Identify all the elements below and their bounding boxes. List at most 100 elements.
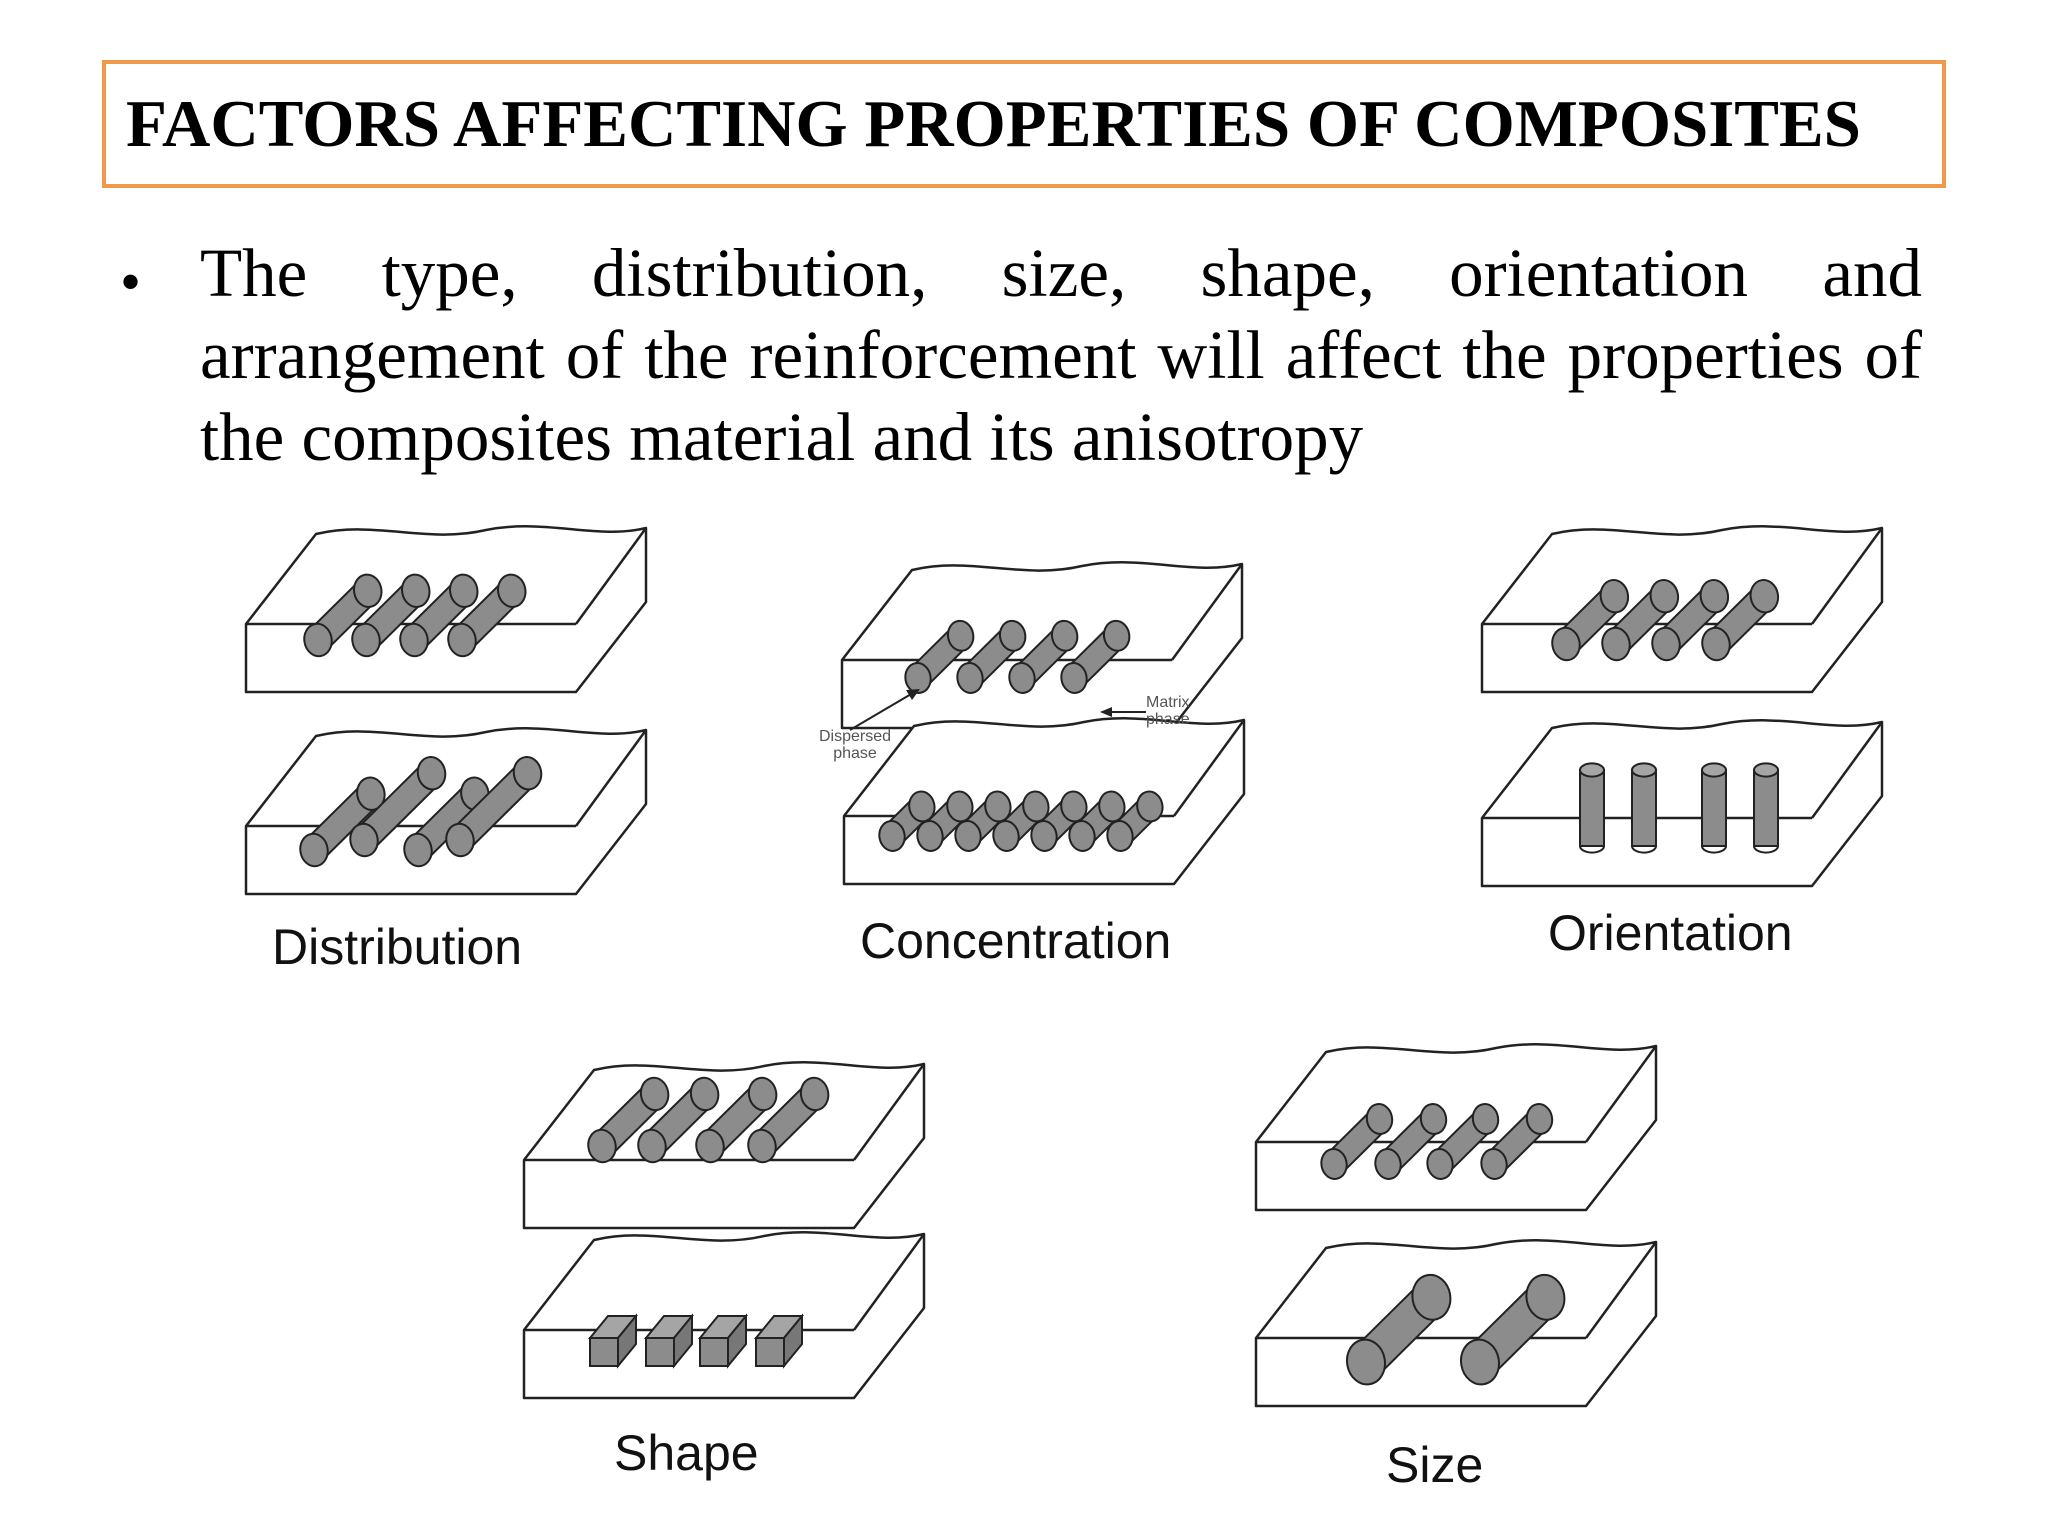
orientation-top-fiber-end — [1701, 626, 1731, 662]
concentration-top-fiber-end-far — [946, 619, 975, 652]
orientation-top-fiber-end-far — [1699, 578, 1730, 614]
shape-top-fiber-end-far — [689, 1076, 720, 1112]
distribution-top-side-edge — [574, 527, 648, 625]
size-top-fiber-end-far — [1471, 1103, 1500, 1135]
shape-bottom-particle-side — [673, 1313, 693, 1369]
orientation-bottom-fiber — [1701, 769, 1727, 847]
shape-bottom-particle-front — [699, 1337, 729, 1367]
bullet-text: The type, distribution, size, shape, ori… — [200, 235, 1922, 475]
concentration-top-fiber-end-far — [1050, 619, 1079, 652]
shape-bottom-side-edge — [852, 1233, 926, 1331]
orientation-bottom-fiber-top — [1631, 762, 1657, 778]
distribution-bottom-fiber-end — [349, 822, 379, 858]
size-bottom-fiber-end — [1459, 1338, 1501, 1386]
orientation-bottom-fiber — [1579, 769, 1605, 847]
shape-top-fiber-end — [637, 1128, 667, 1164]
size-top-fiber-end — [1480, 1148, 1508, 1180]
orientation-bottom-fiber-top — [1579, 762, 1605, 778]
orientation-top-fiber-end-far — [1649, 578, 1680, 614]
concentration-bottom-fiber-end — [1106, 820, 1134, 852]
distribution-bottom-fiber-end-far — [356, 776, 386, 811]
concentration-bottom-fiber-end — [992, 820, 1020, 852]
concentration-top-fiber-end-far — [998, 619, 1027, 652]
orientation-top-fiber-end — [1601, 626, 1631, 662]
orientation-label: Orientation — [1548, 905, 1793, 961]
orientation-top-fiber-end-far — [1599, 578, 1630, 614]
concentration-top-fiber-end — [956, 662, 984, 694]
orientation-bottom-fiber-bottom — [1579, 845, 1605, 854]
bullet-marker: • — [120, 249, 142, 315]
concentration-top-fiber-end — [1008, 662, 1036, 694]
size-top-fiber-end-far — [1525, 1103, 1554, 1135]
shape-bottom-particle-front — [589, 1337, 619, 1367]
shape-top-fiber-end — [587, 1128, 617, 1164]
matrix-phase-arrowhead — [1100, 707, 1112, 717]
concentration-top-side-edge — [1170, 563, 1244, 661]
matrix-phase-callout: Matrix phase — [1146, 694, 1190, 728]
shape-bottom-particle-side — [783, 1313, 803, 1369]
orientation-bottom-fiber-bottom — [1753, 845, 1779, 854]
shape-bottom-particle-front — [645, 1337, 675, 1367]
distribution-top-fiber-end-far — [353, 573, 383, 608]
distribution-top-fiber-end — [303, 622, 333, 658]
shape-bottom-particle-front — [755, 1337, 785, 1367]
distribution-bottom-fiber-end-far — [512, 756, 543, 791]
size-bottom-side-edge — [1584, 1241, 1658, 1339]
distribution-bottom-fiber-end — [403, 832, 433, 868]
size-top-matrix-block — [1254, 1043, 1658, 1212]
concentration-bottom-fiber-end — [916, 820, 944, 852]
concentration-top-fiber-end-far — [1102, 619, 1131, 652]
distribution-top-fiber-end-far — [497, 573, 527, 608]
orientation-bottom-fiber-top — [1753, 762, 1779, 778]
size-top-fiber-end — [1426, 1148, 1454, 1180]
dispersed-phase-callout: Dispersed phase — [818, 728, 892, 762]
size-bottom-fiber-end-far — [1411, 1273, 1452, 1321]
dispersed-phase-arrow — [849, 689, 919, 731]
size-top-fiber-end-far — [1419, 1103, 1448, 1135]
shape-top-fiber-end-far — [639, 1076, 670, 1112]
shape-top-fiber-end — [695, 1128, 725, 1164]
shape-top-side-edge — [852, 1063, 926, 1161]
distribution-bottom-side-edge — [574, 729, 648, 827]
distribution-bottom-fiber-end — [299, 832, 329, 868]
size-label: Size — [1386, 1437, 1484, 1493]
distribution-label: Distribution — [272, 919, 523, 975]
concentration-label: Concentration — [860, 913, 1172, 969]
size-bottom-fiber-end — [1345, 1338, 1387, 1386]
orientation-top-fiber-end — [1651, 626, 1681, 662]
distribution-top-fiber-end-far — [401, 573, 431, 608]
size-bottom-fiber-end-far — [1525, 1273, 1566, 1321]
size-top-fiber-end — [1320, 1148, 1348, 1180]
distribution-top-fiber-end — [399, 622, 429, 658]
dispersed-phase-arrowhead — [906, 689, 920, 700]
orientation-bottom-fiber-bottom — [1701, 845, 1727, 854]
distribution-bottom-fiber-end — [445, 822, 475, 858]
concentration-top-fiber-end — [1060, 662, 1088, 694]
orientation-top-fiber-end — [1551, 626, 1581, 662]
orientation-bottom-fiber-top — [1701, 762, 1727, 778]
concentration-bottom-fiber-end-far — [1136, 790, 1164, 823]
distribution-top-fiber-end — [351, 622, 381, 658]
orientation-top-fiber-end-far — [1749, 578, 1780, 614]
orientation-bottom-fiber — [1631, 769, 1657, 847]
concentration-bottom-fiber-end — [1030, 820, 1058, 852]
title-box: FACTORS AFFECTING PROPERTIES OF COMPOSIT… — [102, 60, 1946, 188]
size-top-side-edge — [1584, 1045, 1658, 1143]
size-top-fiber-end — [1374, 1148, 1402, 1180]
concentration-top-fiber-end — [904, 662, 932, 694]
orientation-bottom-side-edge — [1810, 721, 1884, 819]
orientation-bottom-fiber — [1753, 769, 1779, 847]
distribution-top-fiber-end — [447, 622, 477, 658]
distribution-top-fiber-end-far — [449, 573, 479, 608]
shape-top-fiber-end-far — [799, 1076, 830, 1112]
orientation-bottom-fiber-bottom — [1631, 845, 1657, 854]
distribution-bottom-fiber-end-far — [416, 756, 447, 791]
concentration-bottom-side-edge — [1172, 719, 1246, 817]
size-top-fiber-end-far — [1365, 1103, 1394, 1135]
concentration-bottom-fiber-end — [878, 820, 906, 852]
shape-bottom-particle-side — [727, 1313, 747, 1369]
concentration-bottom-fiber-end — [1068, 820, 1096, 852]
concentration-bottom-fiber-end — [954, 820, 982, 852]
orientation-top-side-edge — [1810, 527, 1884, 625]
